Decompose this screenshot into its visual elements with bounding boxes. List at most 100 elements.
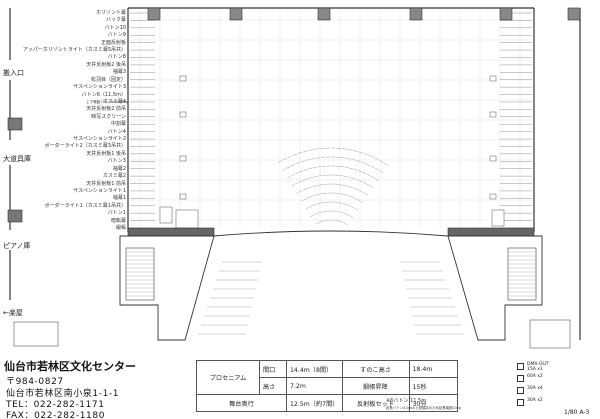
seat-row-center xyxy=(316,212,319,215)
outlet-box xyxy=(489,111,497,118)
batten-label: ボーダーライト2（カスミ幕3吊共） xyxy=(44,143,126,150)
seat-row-center xyxy=(318,175,323,177)
stage-grid xyxy=(130,10,532,228)
seat-row-center xyxy=(296,162,301,165)
seat-row-center xyxy=(282,168,287,171)
seat-row-center xyxy=(340,166,345,168)
seat-row-center xyxy=(351,177,355,180)
seat-row-center xyxy=(369,155,374,158)
seat-row-center xyxy=(316,222,319,224)
seat-row-center xyxy=(346,194,349,197)
seat-row-center xyxy=(361,161,366,164)
seat-row-center xyxy=(345,185,349,187)
control-desk xyxy=(491,209,505,227)
seat-row-center xyxy=(302,188,306,191)
seat-row-center xyxy=(353,150,358,152)
control-desk xyxy=(175,209,199,229)
seat-row-center xyxy=(308,167,312,170)
seat-row-center xyxy=(296,191,300,194)
batten-label: 天井反射板2 前吊 xyxy=(86,106,126,113)
batten-label: ホリゾント幕 xyxy=(95,10,126,16)
batten-label: バトン6（11.5m） xyxy=(81,91,126,98)
outlet-box xyxy=(179,193,187,200)
batten-label: 暗転幕 xyxy=(110,217,126,224)
seat-row-center xyxy=(358,170,362,173)
seat-row-center xyxy=(320,211,323,213)
pillar xyxy=(317,7,331,21)
seat-row-center xyxy=(314,213,317,215)
seat-row-center xyxy=(349,167,354,170)
seat-row-center xyxy=(362,171,367,174)
seat-row-center xyxy=(347,149,353,151)
outlet-box xyxy=(489,155,497,162)
seat-row-center xyxy=(370,185,374,189)
seat-row-center xyxy=(349,215,352,217)
rail-note: 上下電動バトン1m200kg xyxy=(86,100,129,104)
seat-row-center xyxy=(290,174,295,177)
batten-label: 映写スクリーン xyxy=(91,113,126,120)
hall-postal: 〒984-0827 xyxy=(6,377,64,387)
seat-row-center xyxy=(370,175,375,179)
seat-row-center xyxy=(301,199,304,202)
seat-row-center xyxy=(306,187,310,190)
seat-row-center xyxy=(341,184,345,186)
seat-row-center xyxy=(342,148,347,150)
seat-row-center xyxy=(302,179,307,181)
batten-label: バトン10 xyxy=(104,24,126,31)
spec-height-value: 7.2m xyxy=(286,377,343,395)
outlet-box xyxy=(179,75,187,82)
stair-left xyxy=(125,247,155,301)
proscenium-wall-right xyxy=(447,227,535,237)
seat-row-center xyxy=(346,158,351,160)
spec-reflector-value: 30分 xyxy=(408,394,458,412)
seat-row-center xyxy=(362,181,367,184)
seat-row-center xyxy=(348,205,352,207)
pillar xyxy=(499,7,513,21)
seat-row-center xyxy=(351,158,356,161)
batten-label: 天井反射板1 後吊 xyxy=(86,150,126,157)
seat-row-center xyxy=(341,212,344,214)
seat-row-center xyxy=(286,166,291,169)
stage-edge-curve xyxy=(213,230,449,237)
batten-label: 袖幕2 xyxy=(112,165,126,172)
outlet-box xyxy=(179,155,187,162)
spec-reflector-label: 反射板セット xyxy=(341,394,410,412)
seat-row-center xyxy=(341,202,344,204)
seat-row-center xyxy=(318,193,322,195)
seat-row-center xyxy=(353,207,356,210)
batten-label: ボーダーライト1（カスミ幕1吊共） xyxy=(44,202,126,209)
seat-row-center xyxy=(317,166,321,168)
batten-label: バック幕 xyxy=(105,17,126,24)
seat-row-center xyxy=(366,173,371,176)
pillar xyxy=(7,209,23,223)
seat-row-center xyxy=(355,188,359,191)
seat-row-center xyxy=(359,180,363,183)
seat-row-center xyxy=(314,175,318,178)
seat-row-center xyxy=(299,170,304,173)
spec-depth-label: 舞台奥行 xyxy=(196,394,287,412)
seat-row-center xyxy=(291,184,295,187)
dressing-block xyxy=(13,321,59,347)
seat-row-center xyxy=(299,190,303,193)
pillar xyxy=(147,7,161,21)
pillar xyxy=(229,7,243,21)
seat-row-center xyxy=(349,195,352,198)
legend-swatch xyxy=(517,387,524,394)
batten-label: 正面反射板 xyxy=(100,39,126,46)
seat-row-center xyxy=(341,157,346,159)
batten-label: バトン9 xyxy=(107,32,126,39)
spec-opening-value: 14.4m（8間） xyxy=(286,360,343,378)
auditorium-seats xyxy=(198,147,464,335)
side-block xyxy=(529,319,571,349)
seat-row-center xyxy=(358,151,364,154)
hall-fax: FAX：022-282-1180 xyxy=(6,411,106,419)
seat-row-center xyxy=(295,172,299,175)
seat-row-center xyxy=(340,193,343,195)
seat-row-center xyxy=(315,223,317,225)
seat-row-center xyxy=(300,160,305,163)
spec-depth-value: 12.5m（約7間） xyxy=(286,394,343,412)
room-piano-storage: ピアノ庫 xyxy=(3,242,31,250)
seat-row-center xyxy=(364,153,369,156)
legend-swatch xyxy=(517,363,524,370)
seat-row-center xyxy=(343,194,346,196)
